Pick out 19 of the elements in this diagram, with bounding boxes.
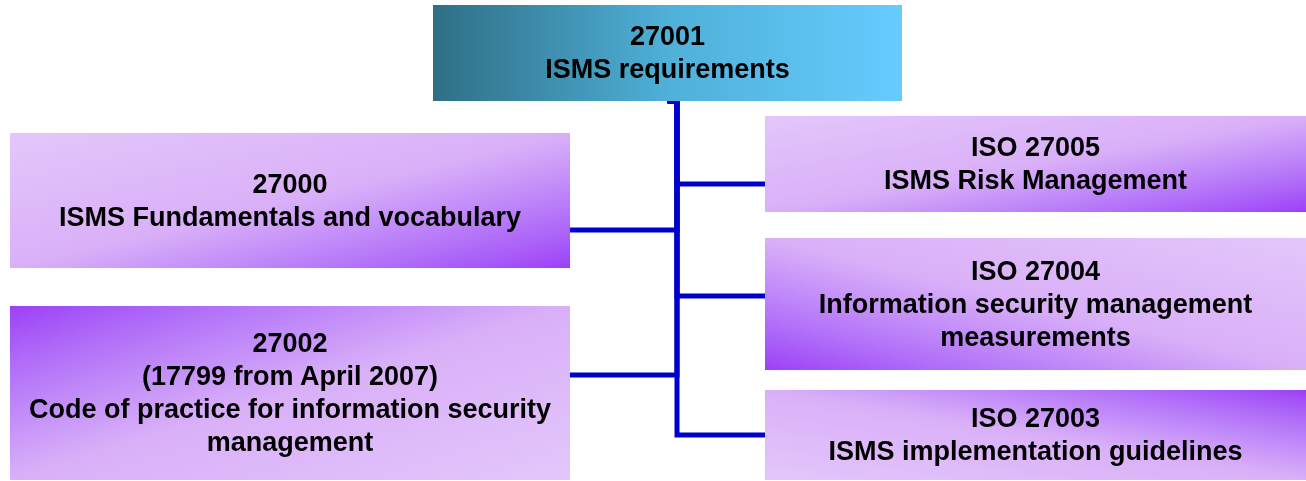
standard-title: ISMS Risk Management — [883, 164, 1188, 197]
standard-number: 27001 — [629, 20, 706, 53]
standard-box — [765, 116, 1306, 212]
standard-number: ISO 27003 — [970, 402, 1101, 435]
standard-number: ISO 27005 — [970, 131, 1101, 164]
standard-title: Code of practice for information security management — [27, 393, 553, 459]
standard-number: ISO 27004 — [970, 254, 1101, 288]
standard-number: 27000 — [252, 167, 328, 201]
standard-box — [433, 5, 902, 101]
standard-number: 27002 — [252, 327, 328, 360]
standard-title: Information security management measurements — [817, 287, 1254, 354]
standard-title: ISMS implementation guidelines — [828, 435, 1243, 468]
standard-title: ISMS Fundamentals and vocabulary — [58, 200, 522, 234]
standard-box — [765, 238, 1306, 370]
standard-title: ISMS requirements — [545, 53, 790, 86]
standard-box — [765, 390, 1306, 480]
standard-box — [10, 306, 570, 480]
standard-box — [10, 133, 570, 268]
standard-title: (17799 from April 2007) — [141, 360, 439, 393]
